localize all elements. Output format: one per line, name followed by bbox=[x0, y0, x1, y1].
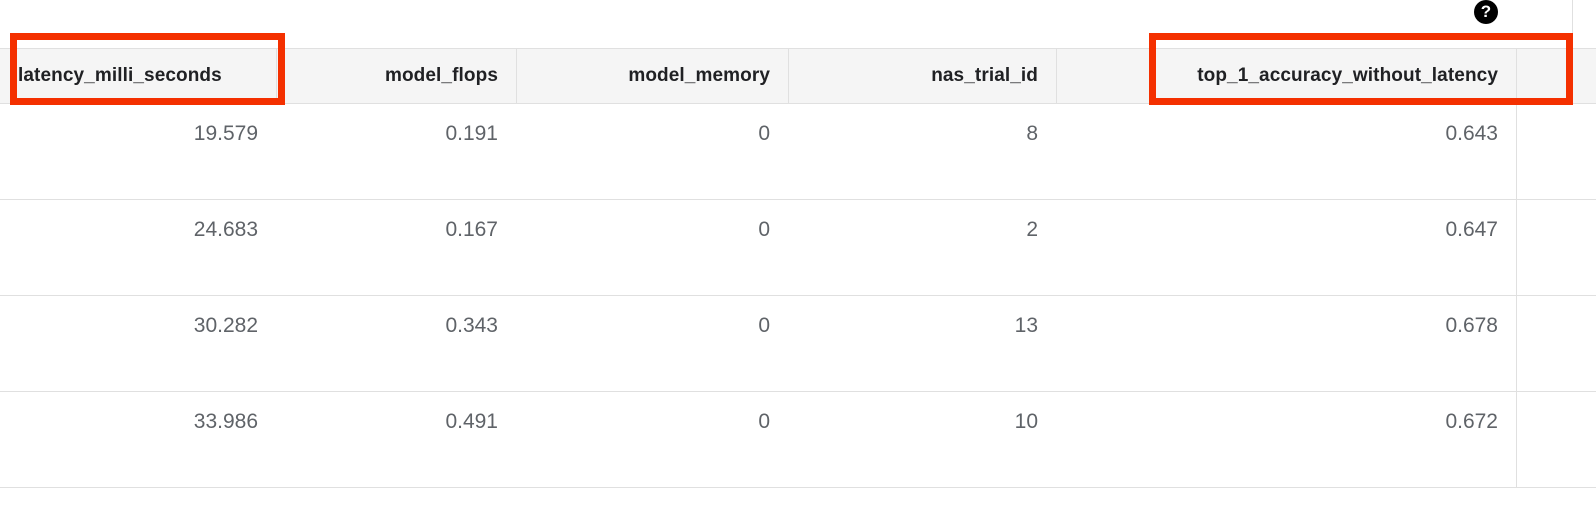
cell-latency_milli_seconds: 19.579 bbox=[193, 122, 258, 145]
column-resize-handle[interactable] bbox=[276, 49, 277, 103]
cell-latency_milli_seconds: 30.282 bbox=[193, 314, 258, 337]
cell-top_1_accuracy_without_latency: 0.678 bbox=[1445, 314, 1498, 337]
column-header-model_flops[interactable]: model_flops bbox=[384, 65, 498, 86]
cell-model_flops: 0.191 bbox=[445, 122, 498, 145]
top-column-divider bbox=[1572, 0, 1573, 44]
cell-top_1_accuracy_without_latency: 0.647 bbox=[1445, 218, 1498, 241]
table-row[interactable]: 30.282 0.343 0 13 0.678 bbox=[0, 296, 1596, 392]
cell-top_1_accuracy_without_latency: 0.643 bbox=[1445, 122, 1498, 145]
cell-overflow_column bbox=[1516, 200, 1596, 295]
results-table: latency_milli_seconds model_flops model_me… bbox=[0, 48, 1596, 488]
cell-model_flops: 0.167 bbox=[445, 218, 498, 241]
table-header-row: latency_milli_seconds model_flops model_me… bbox=[0, 48, 1596, 104]
cell-model_flops: 0.343 bbox=[445, 314, 498, 337]
table-row[interactable]: 24.683 0.167 0 2 0.647 bbox=[0, 200, 1596, 296]
cell-top_1_accuracy_without_latency: 0.672 bbox=[1445, 410, 1498, 433]
cell-overflow_column bbox=[1516, 296, 1596, 391]
column-resize-handle[interactable] bbox=[788, 49, 789, 103]
column-header-nas_trial_id[interactable]: nas_trial_id bbox=[931, 65, 1038, 86]
cell-nas_trial_id: 2 bbox=[1026, 218, 1038, 241]
cell-model_memory: 0 bbox=[758, 218, 770, 241]
column-resize-handle[interactable] bbox=[1056, 49, 1057, 103]
cell-overflow_column bbox=[1516, 104, 1596, 199]
cell-nas_trial_id: 13 bbox=[1014, 314, 1038, 337]
top-strip: ? bbox=[0, 0, 1596, 48]
column-header-latency_milli_seconds[interactable]: latency_milli_seconds bbox=[18, 65, 222, 86]
cell-latency_milli_seconds: 33.986 bbox=[193, 410, 258, 433]
help-circle-icon[interactable]: ? bbox=[1474, 0, 1498, 24]
cell-overflow_column bbox=[1516, 392, 1596, 487]
cell-model_flops: 0.491 bbox=[445, 410, 498, 433]
column-header-model_memory[interactable]: model_memory bbox=[628, 65, 770, 86]
cell-nas_trial_id: 10 bbox=[1014, 410, 1038, 433]
cell-latency_milli_seconds: 24.683 bbox=[193, 218, 258, 241]
table-body: 19.579 0.191 0 8 0.643 24.683 0.167 0 2 0.647 30.2… bbox=[0, 104, 1596, 488]
cell-model_memory: 0 bbox=[758, 314, 770, 337]
column-resize-handle[interactable] bbox=[1516, 49, 1517, 103]
cell-model_memory: 0 bbox=[758, 122, 770, 145]
table-row[interactable]: 33.986 0.491 0 10 0.672 bbox=[0, 392, 1596, 488]
column-header-top_1_accuracy_without_latency[interactable]: top_1_accuracy_without_latency bbox=[1197, 65, 1498, 86]
column-resize-handle[interactable] bbox=[516, 49, 517, 103]
cell-nas_trial_id: 8 bbox=[1026, 122, 1038, 145]
body-column-divider bbox=[1516, 104, 1517, 488]
cell-model_memory: 0 bbox=[758, 410, 770, 433]
column-header-overflow_column[interactable] bbox=[1516, 49, 1596, 103]
table-row[interactable]: 19.579 0.191 0 8 0.643 bbox=[0, 104, 1596, 200]
